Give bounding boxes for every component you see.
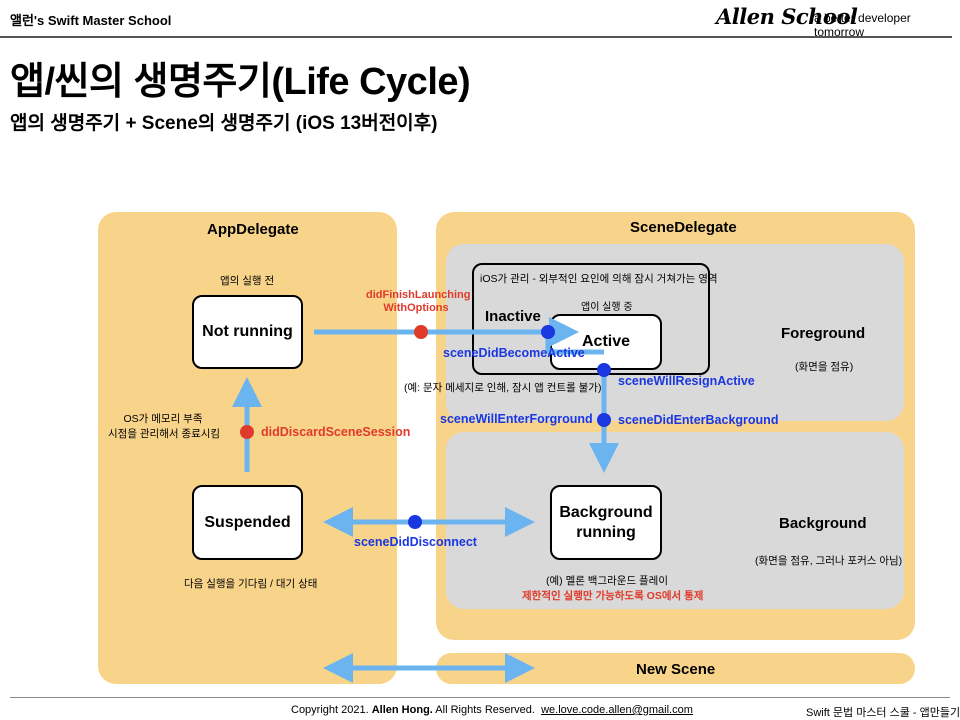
not-running-state: Not running bbox=[192, 295, 303, 369]
memory-note-line2: 시점을 관리해서 종료시킴 bbox=[108, 428, 221, 441]
page-title: 앱/씬의 생명주기(Life Cycle) bbox=[10, 61, 471, 103]
background-running-note: (예) 멜론 백그라운드 플레이 bbox=[546, 575, 669, 587]
did-finish-launching-dot bbox=[414, 325, 428, 339]
did-disconnect-label: sceneDidDisconnect bbox=[354, 535, 477, 549]
inactive-note: iOS가 관리 - 외부적인 요인에 의해 잠시 거쳐가는 영역 bbox=[480, 273, 718, 285]
header-divider bbox=[0, 36, 952, 38]
tagline: a better developer tomorrow bbox=[814, 11, 911, 39]
not-running-note: 앱의 실행 전 bbox=[220, 275, 275, 287]
enter-foreground-arrow bbox=[545, 338, 604, 355]
did-enter-background-label: sceneDidEnterBackground bbox=[618, 413, 779, 427]
suspended-state: Suspended bbox=[192, 485, 303, 560]
background-label: Background bbox=[779, 515, 867, 532]
active-note: 앱이 실행 중 bbox=[581, 302, 633, 313]
did-finish-launching-line2: WithOptions bbox=[383, 301, 449, 314]
suspended-note: 다음 실행을 기다림 / 대기 상태 bbox=[184, 578, 318, 590]
contact-email[interactable]: we.love.code.allen@gmail.com bbox=[541, 704, 693, 716]
did-become-active-dot bbox=[541, 325, 555, 339]
did-finish-launching-label: didFinishLaunching WithOptions bbox=[366, 289, 471, 314]
background-note: (화면을 점유, 그러나 포커스 아님) bbox=[755, 555, 903, 567]
did-finish-launching-line1: didFinishLaunching bbox=[366, 289, 471, 301]
memory-note: OS가 메모리 부족 시점을 관리해서 종료시킴 bbox=[108, 412, 221, 442]
scene-delegate-label: SceneDelegate bbox=[630, 219, 737, 236]
allen-school-logo: Allen School bbox=[716, 4, 858, 29]
copyright: Copyright 2021. Allen Hong. All Rights R… bbox=[291, 704, 693, 716]
did-become-active-label: sceneDidBecomeActive bbox=[443, 346, 585, 360]
copyright-prefix: Copyright 2021. bbox=[291, 704, 369, 716]
inactive-label: Inactive bbox=[485, 308, 541, 325]
inactive-example: (예: 문자 메세지로 인해, 잠시 앱 컨트롤 불가) bbox=[404, 382, 602, 394]
app-delegate-label: AppDelegate bbox=[207, 221, 299, 238]
page-subtitle: 앱의 생명주기 + Scene의 생명주기 (iOS 13버전이후) bbox=[10, 113, 438, 134]
did-enter-background-dot bbox=[597, 413, 611, 427]
did-disconnect-dot bbox=[408, 515, 422, 529]
new-scene-label: New Scene bbox=[636, 661, 716, 678]
background-running-restriction: 제한적인 실행만 가능하도록 OS에서 통제 bbox=[522, 590, 704, 602]
will-resign-active-label: sceneWillResignActive bbox=[618, 374, 755, 388]
footer-divider bbox=[10, 697, 950, 698]
foreground-label: Foreground bbox=[781, 325, 866, 342]
did-discard-dot bbox=[240, 425, 254, 439]
did-discard-label: didDiscardSceneSession bbox=[261, 425, 411, 439]
copyright-rights: All Rights Reserved. bbox=[435, 704, 535, 716]
memory-note-line1: OS가 메모리 부족 bbox=[123, 413, 203, 425]
background-running-state: Background running bbox=[550, 485, 662, 560]
will-resign-active-dot bbox=[597, 363, 611, 377]
will-enter-foreground-label: sceneWillEnterForground bbox=[440, 412, 593, 426]
school-name: 앨런's Swift Master School bbox=[10, 13, 172, 28]
copyright-author: Allen Hong. bbox=[371, 704, 433, 716]
footer-course: Swift 문법 마스터 스쿨 - 앱만들기 bbox=[806, 707, 960, 719]
foreground-note: (화면을 점유) bbox=[795, 361, 854, 373]
